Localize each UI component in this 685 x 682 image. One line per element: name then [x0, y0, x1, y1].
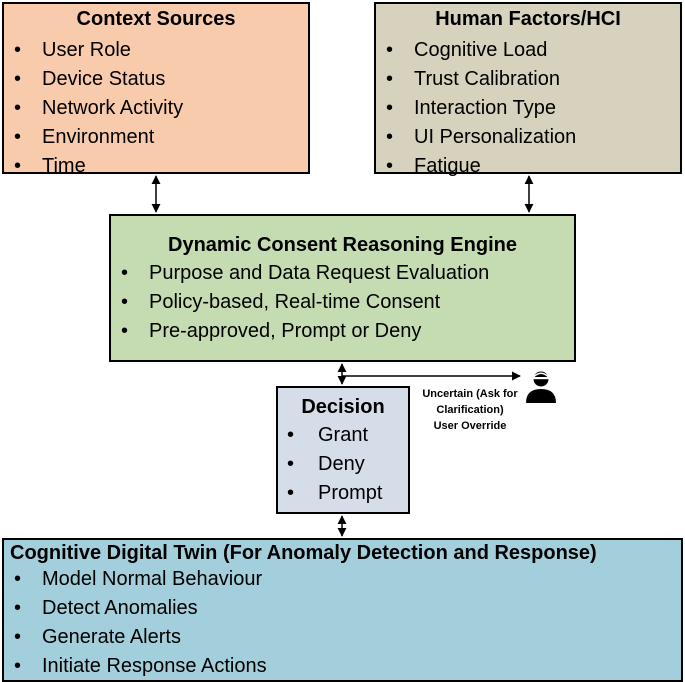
list-item: User Role: [4, 36, 308, 65]
context-sources-list: User Role Device Status Network Activity…: [4, 36, 308, 181]
human-factors-list: Cognitive Load Trust Calibration Interac…: [376, 36, 680, 181]
list-item: Policy-based, Real-time Consent: [111, 288, 574, 317]
context-sources-title: Context Sources: [76, 8, 236, 30]
list-item: Grant: [278, 421, 408, 450]
list-item: Prompt: [278, 479, 408, 508]
cognitive-twin-title: Cognitive Digital Twin (For Anomaly Dete…: [10, 542, 597, 564]
list-item: Time: [4, 152, 308, 181]
list-item: Model Normal Behaviour: [4, 565, 681, 594]
human-factors-box: Human Factors/HCI Cognitive Load Trust C…: [374, 2, 682, 181]
uncertain-line: Uncertain (Ask for: [422, 388, 518, 400]
decision-list: Grant Deny Prompt: [278, 421, 408, 508]
list-item: Trust Calibration: [376, 65, 680, 94]
consent-engine-box: Dynamic Consent Reasoning Engine Purpose…: [109, 214, 576, 362]
list-item: Interaction Type: [376, 94, 680, 123]
list-item: Initiate Response Actions: [4, 652, 681, 681]
human-factors-title: Human Factors/HCI: [435, 8, 621, 30]
list-item: Generate Alerts: [4, 623, 681, 652]
uncertain-line: User Override: [433, 420, 507, 432]
consent-engine-list: Purpose and Data Request Evaluation Poli…: [111, 259, 574, 346]
list-item: Network Activity: [4, 94, 308, 123]
uncertain-line: Clarification): [436, 404, 504, 416]
list-item: Deny: [278, 450, 408, 479]
list-item: Detect Anomalies: [4, 594, 681, 623]
list-item: Device Status: [4, 65, 308, 94]
list-item: Cognitive Load: [376, 36, 680, 65]
list-item: Purpose and Data Request Evaluation: [111, 259, 574, 288]
list-item: Pre-approved, Prompt or Deny: [111, 317, 574, 346]
cognitive-twin-box: Cognitive Digital Twin (For Anomaly Dete…: [2, 538, 683, 682]
context-sources-box: Context Sources User Role Device Status …: [2, 2, 310, 181]
uncertain-label: Uncertain (Ask for Clarification) User O…: [411, 386, 529, 434]
consent-engine-title: Dynamic Consent Reasoning Engine: [168, 234, 517, 256]
cognitive-twin-list: Model Normal Behaviour Detect Anomalies …: [4, 565, 681, 681]
list-item: Fatigue: [376, 152, 680, 181]
list-item: UI Personalization: [376, 123, 680, 152]
user-person-icon: [526, 371, 556, 403]
list-item: Environment: [4, 123, 308, 152]
decision-title: Decision: [301, 396, 385, 418]
decision-box: Decision Grant Deny Prompt: [276, 386, 410, 514]
